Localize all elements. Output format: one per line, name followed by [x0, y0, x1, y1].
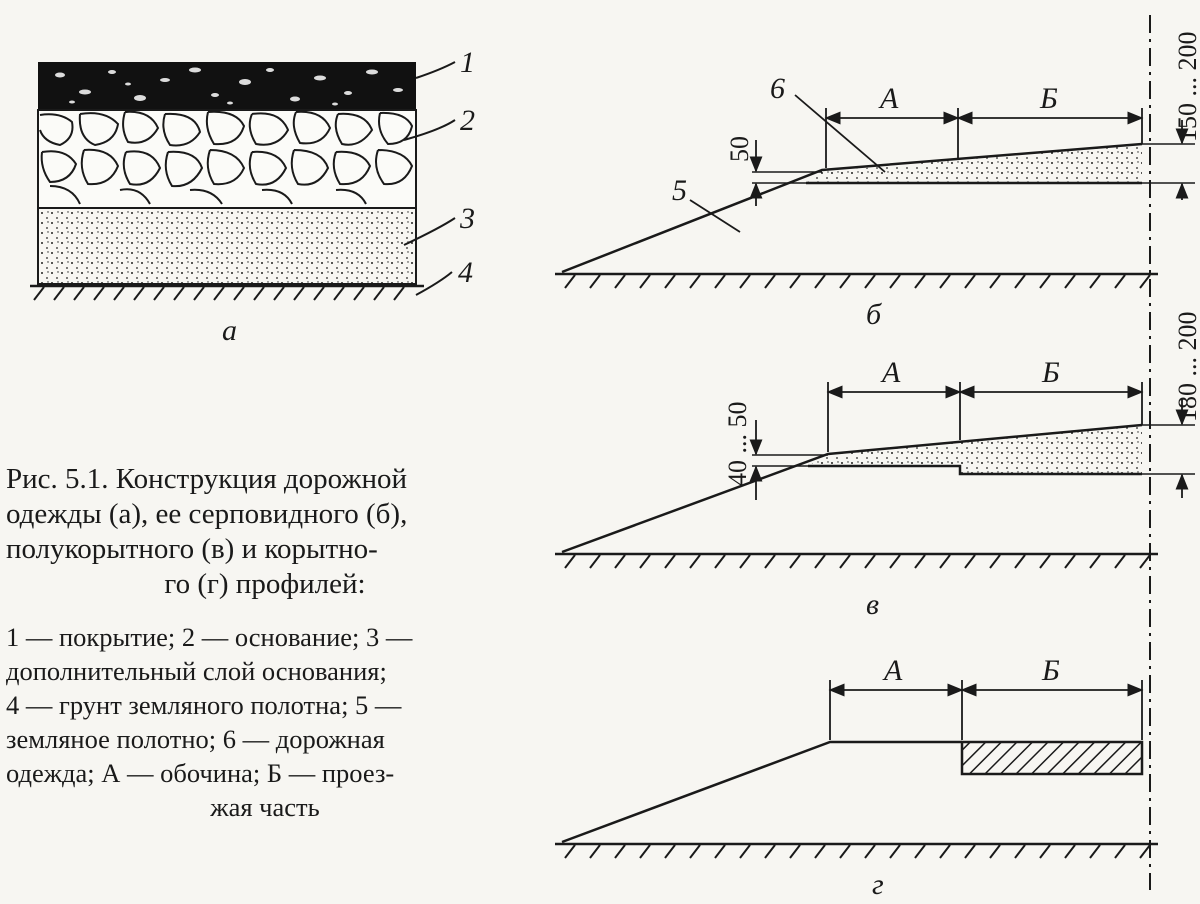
layer-base — [37, 109, 417, 209]
panel-v-zone-a: А — [880, 356, 901, 389]
panel-b-dim-right: 150 ... 200 — [1173, 32, 1200, 143]
label-layer-4: 4 — [458, 256, 473, 289]
panel-b-dim-left: 50 — [725, 136, 754, 162]
panel-b-zone-a: А — [878, 82, 899, 115]
figure-caption: Рис. 5.1. Конструкция дорожной одежды (а… — [6, 462, 524, 602]
label-layer-1: 1 — [460, 46, 475, 79]
layer-coating — [38, 62, 416, 110]
legend-line-2: дополнительный слой основания; — [6, 656, 387, 686]
caption-line-1: Рис. 5.1. Конструкция дорожной — [6, 463, 408, 495]
legend-line-5: одежда; А — обочина; Б — проез- — [6, 758, 395, 788]
caption-line-4: го (г) профилей: — [164, 568, 366, 600]
panel-v-pavement — [808, 425, 1142, 474]
panel-v-label: в — [866, 588, 879, 621]
panel-v-dim-left: 40 ... 50 — [723, 402, 752, 487]
legend-line-6: жая часть — [210, 792, 320, 822]
legend-line-3: 4 — грунт земляного полотна; 5 — — [6, 690, 402, 720]
ground-hatching — [30, 284, 424, 301]
panel-b-pavement — [806, 144, 1142, 183]
panel-g: А Б г — [555, 654, 1158, 901]
legend-line-4: земляное полотно; 6 — дорожная — [6, 724, 385, 754]
panel-b-label: б — [866, 298, 882, 331]
panel-b: А Б 50 150 ... 200 5 6 б — [555, 32, 1200, 331]
label-layer-2: 2 — [460, 104, 475, 137]
panel-g-label: г — [872, 868, 884, 901]
caption-line-2: одежды (а), ее серповидного (б), — [6, 498, 408, 530]
panel-v-dim-right: 180 ... 200 — [1173, 312, 1200, 423]
label-layer-3: 3 — [459, 202, 475, 235]
base-stones — [39, 110, 414, 205]
panel-a: 1 2 3 4 а — [30, 46, 475, 347]
panel-g-pavement — [960, 740, 1144, 776]
panel-a-leaders — [403, 61, 456, 296]
coating-flecks — [55, 67, 403, 106]
figure-legend: 1 — покрытие; 2 — основание; 3 — дополни… — [6, 620, 524, 824]
callout-6: 6 — [770, 72, 785, 105]
callout-5: 5 — [672, 174, 687, 207]
panel-v-zone-b: Б — [1041, 356, 1060, 389]
legend-line-1: 1 — покрытие; 2 — основание; 3 — — [6, 622, 413, 652]
panel-a-label: а — [222, 314, 237, 347]
caption-line-3: полукорытного (в) и корытно- — [6, 533, 378, 565]
panel-g-zone-a: А — [882, 654, 903, 687]
panel-v: А Б 40 ... 50 180 ... 200 в — [555, 312, 1200, 621]
panel-b-zone-b: Б — [1039, 82, 1058, 115]
panel-g-zone-b: Б — [1041, 654, 1060, 687]
layer-additional-base — [37, 207, 417, 285]
